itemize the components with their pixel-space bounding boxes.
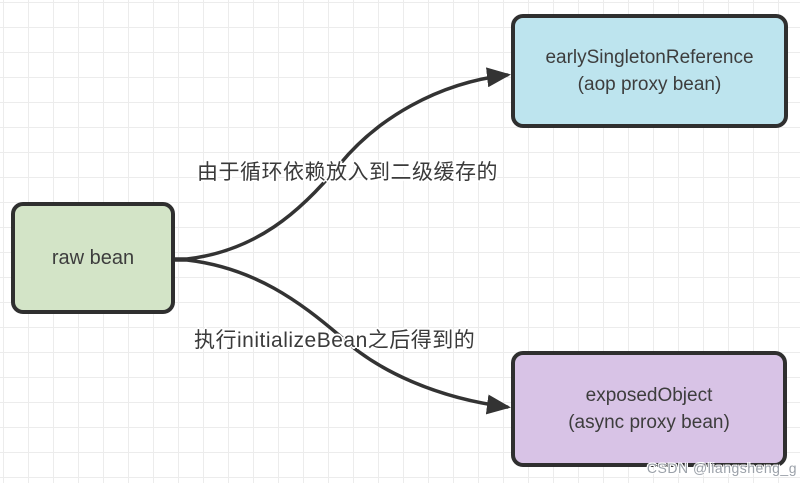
node-exposed-object-title: exposedObject: [585, 385, 713, 406]
edge-raw-to-early-singleton: [173, 67, 511, 261]
node-exposed-object: exposedObject (async proxy bean): [511, 351, 787, 467]
node-raw-bean: raw bean: [11, 202, 175, 314]
node-raw-bean-label: raw bean: [51, 246, 135, 269]
node-exposed-object-subtitle: (async proxy bean): [568, 412, 730, 433]
edge-raw-to-exposed-object: [173, 258, 511, 415]
node-early-singleton-reference-title: earlySingletonReference: [545, 47, 754, 68]
edge-label-after-initialize-bean: 执行initializeBean之后得到的: [194, 329, 476, 352]
node-early-singleton-reference: earlySingletonReference (aop proxy bean): [511, 14, 788, 128]
edge-label-second-level-cache: 由于循环依赖放入到二级缓存的: [197, 161, 498, 184]
node-early-singleton-reference-subtitle: (aop proxy bean): [577, 74, 722, 95]
csdn-watermark: CSDN @liangsheng_g: [646, 460, 797, 476]
